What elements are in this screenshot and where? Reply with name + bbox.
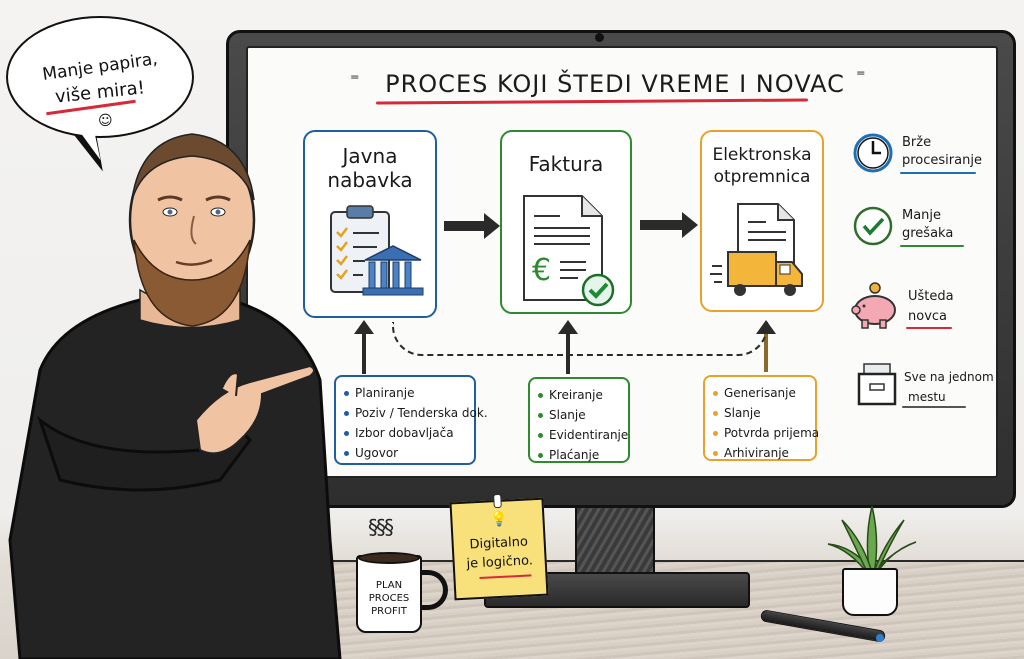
step-item: Arhiviranje — [713, 443, 807, 463]
step-item: Kreiranje — [538, 385, 620, 405]
pin-icon — [493, 493, 502, 509]
screen-title: PROCES KOJI ŠTEDI VREME I NOVAC — [385, 70, 845, 98]
speech-bubble: Manje papira, više mira! ☺ — [6, 16, 194, 138]
bullet-icon — [344, 411, 349, 416]
webcam-icon — [595, 33, 604, 42]
coffee-surface — [358, 552, 420, 564]
step-item: Planiranje — [344, 383, 466, 403]
benefit-underline — [900, 245, 964, 247]
card-title-line1: Faktura — [528, 152, 604, 176]
steam-icon: §§§ — [368, 515, 394, 539]
up-arrow-2 — [558, 320, 578, 374]
person-illustration — [8, 133, 342, 659]
step-item: Izbor dobavljača — [344, 423, 466, 443]
burst-right-icon: ⁼ — [856, 66, 866, 87]
steps-box-faktura: Kreiranje Slanje Evidentiranje Plaćanje — [528, 377, 630, 463]
step-item: Ugovor — [344, 443, 466, 463]
invoice-euro-check-icon: € — [523, 195, 615, 307]
bullet-icon — [344, 451, 349, 456]
benefit-manje-gresaka: Manje grešaka — [852, 205, 992, 251]
mug-handle — [418, 570, 448, 610]
benefit-sve-na-jednom-mestu: Sve na jednom mestu — [852, 362, 1002, 410]
bullet-icon — [713, 411, 718, 416]
steps-box-elektronska-otpremnica: Generisanje Slanje Potvrda prijema Arhiv… — [703, 375, 819, 463]
step-item: Evidentiranje — [538, 425, 628, 445]
plant-icon — [827, 505, 917, 576]
piggy-bank-icon — [851, 282, 896, 329]
archive-box-icon — [857, 363, 897, 406]
sticky-underline — [479, 574, 532, 580]
bullet-icon — [713, 451, 718, 456]
flow-arrow-1 — [444, 213, 500, 239]
steps-box-javna-nabavka: Planiranje Poziv / Tenderska dok. Izbor … — [334, 375, 488, 465]
step-item: Potvrda prijema — [713, 423, 819, 443]
process-card-elektronska-otpremnica[interactable]: Elektronska otpremnica — [700, 130, 824, 312]
step-item: Slanje — [538, 405, 620, 425]
benefit-underline — [902, 406, 966, 408]
bullet-icon — [344, 391, 349, 396]
check-circle-icon — [853, 206, 893, 246]
step-item: Generisanje — [713, 383, 807, 403]
bullet-icon — [713, 391, 718, 396]
card-title-line1: Javna — [342, 144, 398, 168]
bullet-icon — [538, 413, 543, 418]
step-item: Poziv / Tenderska dok. — [344, 403, 488, 423]
sticky-note: 💡 Digitalno je logično. — [449, 493, 549, 601]
benefit-usteda-novca: Ušteda novca — [850, 282, 990, 332]
step-item: Plaćanje — [538, 445, 620, 465]
benefit-underline — [900, 172, 976, 174]
bullet-icon — [538, 453, 543, 458]
flow-arrow-2 — [640, 212, 698, 238]
process-card-javna-nabavka[interactable]: Javna nabavka — [303, 130, 437, 318]
svg-text:€: € — [532, 253, 551, 288]
pen-tip — [876, 634, 884, 642]
clipboard-bank-icon — [330, 205, 424, 296]
dashed-loop-connector — [392, 322, 768, 356]
up-arrow-1 — [354, 320, 374, 374]
card-title-line2: otpremnica — [713, 167, 811, 187]
smiley-icon: ☺ — [98, 113, 113, 129]
burst-left-icon: ⁼ — [350, 70, 360, 91]
monitor-stand-neck — [575, 506, 655, 576]
bullet-icon — [538, 393, 543, 398]
lightbulb-icon: 💡 — [490, 511, 509, 529]
process-card-faktura[interactable]: Faktura € — [500, 130, 632, 314]
bullet-icon — [344, 431, 349, 436]
benefit-underline — [906, 327, 952, 329]
plant-pot — [842, 568, 898, 616]
bullet-icon — [538, 433, 543, 438]
bullet-icon — [713, 431, 718, 436]
step-item: Slanje — [713, 403, 807, 423]
benefit-brze-procesiranje: Brže procesiranje — [852, 132, 992, 178]
clock-icon — [853, 133, 893, 173]
document-truck-icon — [710, 203, 803, 296]
coffee-mug: PLAN PROCES PROFIT — [356, 555, 422, 633]
card-title-line2: nabavka — [327, 168, 413, 192]
card-title-line1: Elektronska — [712, 145, 812, 165]
